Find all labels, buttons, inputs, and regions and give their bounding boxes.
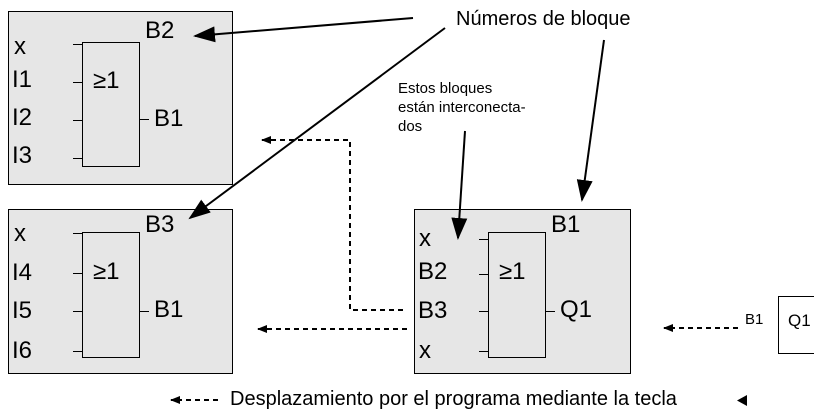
input-label: I6 — [12, 337, 33, 364]
output-label: Q1 — [560, 296, 593, 323]
input-connector — [479, 311, 488, 312]
block-number-label: B2 — [145, 17, 175, 44]
gate-symbol: ≥1 — [499, 258, 526, 285]
gate-symbol: ≥1 — [93, 258, 120, 285]
output-connector — [140, 119, 149, 120]
pointer-arrow — [451, 130, 468, 240]
output-ref-name: Q1 — [788, 311, 811, 330]
input-label: I2 — [12, 104, 33, 131]
gate-symbol: ≥1 — [93, 67, 120, 94]
or-gate-box — [82, 232, 140, 358]
pointer-arrow — [576, 39, 605, 202]
output-ref-label: B1 — [745, 311, 764, 328]
input-connector — [73, 158, 82, 159]
input-connector — [73, 233, 82, 234]
input-label: B2 — [418, 258, 448, 285]
input-connector — [479, 351, 488, 352]
input-connector — [73, 120, 82, 121]
block-panel-b3: x I4 I5 I6 ≥1 B3 B1 — [8, 209, 233, 374]
or-gate-box — [82, 42, 140, 167]
block-number-label: B3 — [145, 211, 175, 238]
input-label: I3 — [12, 142, 33, 169]
link-path — [261, 136, 403, 311]
output-label: B1 — [154, 105, 184, 132]
input-connector — [73, 351, 82, 352]
input-connector — [73, 82, 82, 83]
input-label: x — [419, 337, 431, 364]
input-label: I4 — [12, 259, 33, 286]
input-connector — [73, 273, 82, 274]
block-number-label: B1 — [551, 211, 581, 238]
pointer-arrow — [188, 27, 446, 220]
input-connector — [479, 239, 488, 240]
output-connector — [546, 311, 555, 312]
output-label: B1 — [154, 296, 184, 323]
input-connector — [73, 311, 82, 312]
input-connector — [73, 44, 82, 45]
input-label: B3 — [418, 297, 448, 324]
input-label: x — [14, 220, 26, 247]
note-line: están interconecta- — [398, 99, 526, 116]
or-gate-box — [488, 232, 546, 358]
note-text: Estos bloques están interconecta- dos — [398, 79, 526, 136]
block-panel-b1: x B2 B3 x ≥1 B1 Q1 — [414, 209, 631, 374]
footer-text: Desplazamiento por el programa mediante … — [230, 388, 677, 410]
output-connector — [140, 311, 149, 312]
note-line: Estos bloques — [398, 80, 493, 97]
input-label: I5 — [12, 297, 33, 324]
input-label: x — [14, 33, 26, 60]
input-label: x — [419, 225, 431, 252]
input-label: I1 — [12, 66, 33, 93]
output-ref-box: Q1 — [778, 296, 814, 354]
header-label: Números de bloque — [456, 8, 631, 30]
note-line: dos — [398, 118, 423, 135]
key-arrow-icon — [737, 395, 747, 406]
pointer-arrow — [193, 17, 414, 43]
input-connector — [479, 274, 488, 275]
